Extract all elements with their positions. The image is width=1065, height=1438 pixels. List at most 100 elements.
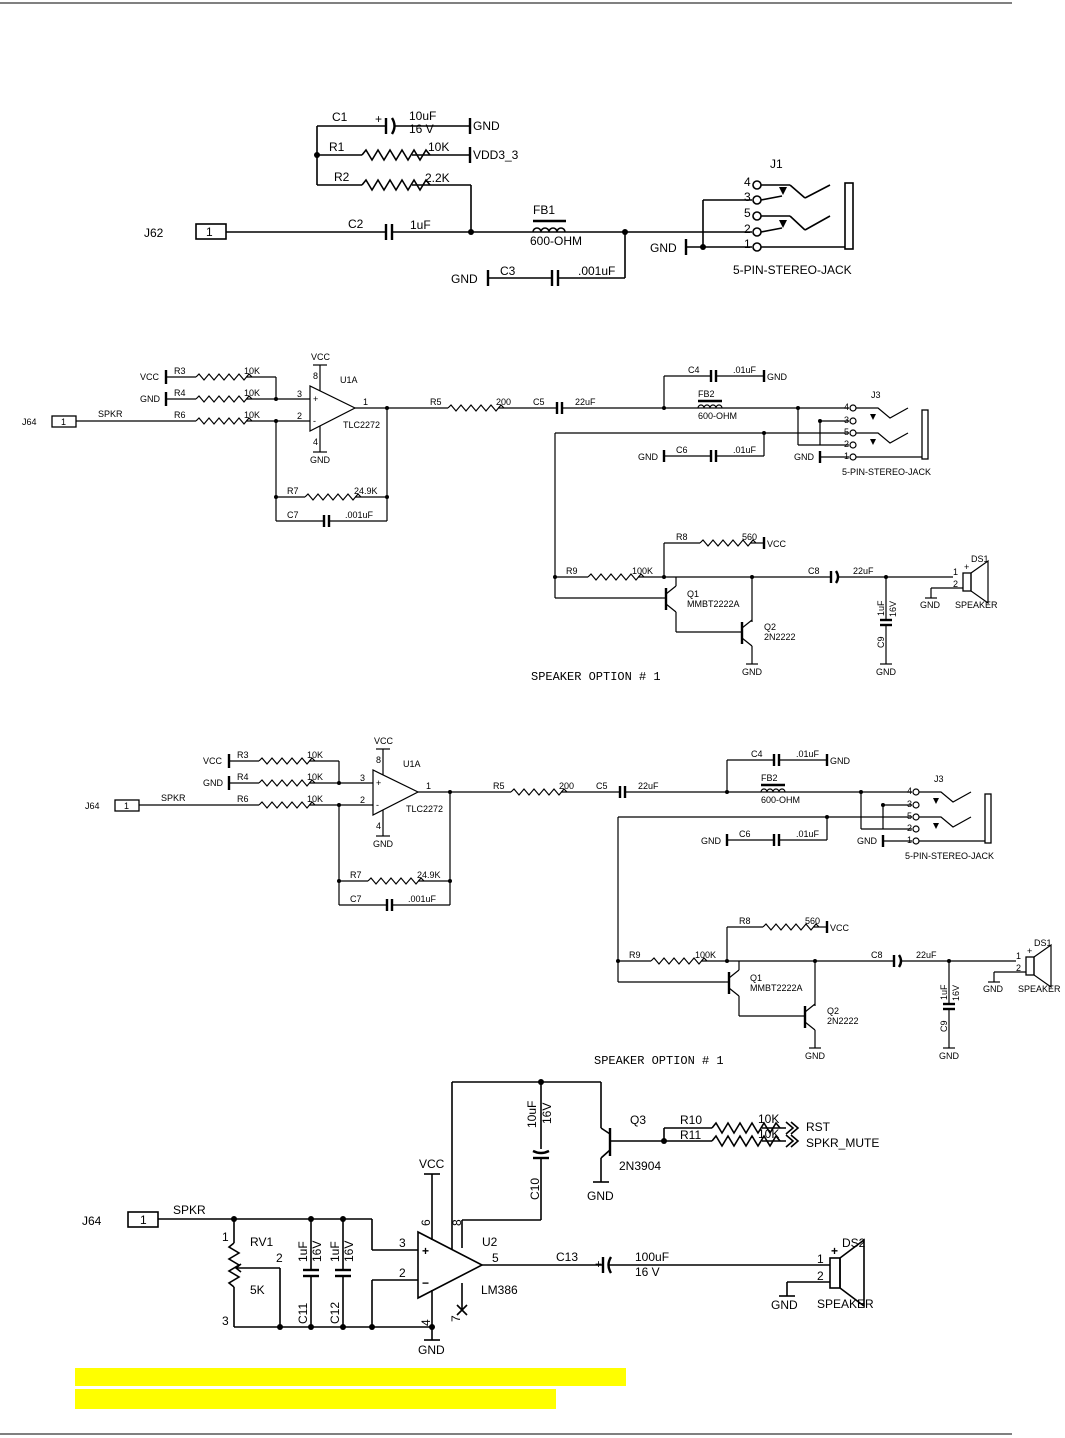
- svg-text:24.9K: 24.9K: [354, 486, 378, 496]
- svg-text:+: +: [313, 394, 318, 404]
- c2-vcc-label: VCC: [140, 372, 160, 382]
- svg-text:−: −: [422, 1276, 429, 1290]
- svg-text:16V: 16V: [540, 1103, 554, 1124]
- circuit-1-headphone-jack: J62 1 C2 1uF GND C1 + 10uF 16 V VDD3_3 R…: [144, 109, 854, 286]
- circuit-4-lm386-amplifier: J64 1 SPKR RV1 5K 1 2 3 C11 1uF 16V C12 …: [82, 1079, 879, 1357]
- svg-text:2: 2: [360, 795, 365, 805]
- svg-text:R3: R3: [174, 366, 186, 376]
- svg-text:C10: C10: [528, 1178, 542, 1200]
- svg-text:2N3904: 2N3904: [619, 1159, 661, 1173]
- svg-text:16V: 16V: [310, 1241, 324, 1262]
- svg-text:2: 2: [399, 1266, 406, 1280]
- r1-label: R1: [329, 140, 345, 154]
- c3-value: .001uF: [578, 264, 615, 278]
- svg-text:VCC: VCC: [311, 352, 331, 362]
- c3-gnd: GND: [451, 272, 478, 286]
- svg-text:+: +: [376, 778, 381, 788]
- c2-j64-label: J64: [22, 417, 37, 427]
- svg-text:GND: GND: [638, 452, 659, 462]
- svg-text:DS1: DS1: [971, 554, 989, 564]
- svg-text:2: 2: [907, 823, 912, 833]
- svg-text:100K: 100K: [695, 950, 716, 960]
- svg-text:SPEAKER: SPEAKER: [1018, 984, 1061, 994]
- c1-value: 10uF: [409, 109, 436, 123]
- c2-u1a-label: U1A: [340, 375, 358, 385]
- c2-spkr-net: SPKR: [98, 409, 123, 419]
- svg-text:R3: R3: [237, 750, 249, 760]
- svg-text:5: 5: [907, 811, 912, 821]
- svg-text:R5: R5: [493, 781, 505, 791]
- svg-text:GND: GND: [373, 839, 394, 849]
- svg-text:R10: R10: [680, 1113, 702, 1127]
- svg-text:2: 2: [1016, 963, 1021, 973]
- svg-text:R7: R7: [350, 870, 362, 880]
- svg-text:5: 5: [492, 1251, 499, 1265]
- svg-text:4: 4: [313, 437, 318, 447]
- c2-value: 1uF: [410, 218, 431, 232]
- svg-text:+: +: [964, 562, 969, 572]
- rv1-potentiometer: [227, 1242, 241, 1288]
- svg-text:Q3: Q3: [630, 1113, 646, 1127]
- j62-label: J62: [144, 226, 164, 240]
- svg-text:1uF: 1uF: [939, 984, 949, 1000]
- svg-text:16 V: 16 V: [635, 1265, 660, 1279]
- svg-text:Q2: Q2: [827, 1006, 839, 1016]
- svg-text:R9: R9: [629, 950, 641, 960]
- svg-text:C7: C7: [287, 510, 299, 520]
- svg-text:R11: R11: [680, 1128, 701, 1142]
- svg-text:1: 1: [426, 781, 431, 791]
- svg-text:.001uF: .001uF: [408, 894, 437, 904]
- svg-text:R8: R8: [739, 916, 751, 926]
- svg-text:R4: R4: [174, 388, 186, 398]
- highlight-bar-1: [75, 1368, 626, 1386]
- svg-text:1: 1: [907, 835, 912, 845]
- j1-jack-symbol: [752, 180, 854, 252]
- svg-text:3: 3: [360, 773, 365, 783]
- highlight-bar-2: [75, 1389, 556, 1409]
- c2-q2-transistor: [740, 619, 758, 665]
- svg-text:+: +: [831, 1244, 838, 1258]
- c2-gnd-label: GND: [140, 394, 161, 404]
- svg-text:C6: C6: [739, 829, 751, 839]
- svg-text:VCC: VCC: [203, 756, 223, 766]
- svg-text:1: 1: [817, 1252, 824, 1266]
- rst-net: RST: [806, 1120, 831, 1134]
- c2-j64-pin: 1: [61, 417, 66, 427]
- svg-text:-: -: [313, 416, 316, 426]
- svg-text:MMBT2222A: MMBT2222A: [687, 599, 740, 609]
- svg-text:1uF: 1uF: [328, 1241, 342, 1262]
- circuit-3-speaker-option-1-repeat: J64 1 SPKR VCC GND R3 10K R4 10K R6 10K …: [85, 736, 1061, 1068]
- svg-text:C5: C5: [596, 781, 608, 791]
- c2-label: C2: [348, 217, 364, 231]
- svg-text:VCC: VCC: [374, 736, 394, 746]
- svg-text:J64: J64: [85, 801, 100, 811]
- svg-text:22uF: 22uF: [853, 566, 874, 576]
- svg-text:C5: C5: [533, 397, 545, 407]
- svg-text:GND: GND: [418, 1343, 445, 1357]
- svg-text:GND: GND: [939, 1051, 960, 1061]
- svg-text:1: 1: [124, 801, 129, 811]
- svg-text:10K: 10K: [307, 794, 323, 804]
- svg-text:600-OHM: 600-OHM: [761, 795, 800, 805]
- svg-text:SPEAKER OPTION # 1: SPEAKER OPTION # 1: [594, 1054, 724, 1068]
- svg-text:10K: 10K: [244, 388, 260, 398]
- svg-text:Q2: Q2: [764, 622, 776, 632]
- c1-gnd: GND: [473, 119, 500, 133]
- svg-text:C6: C6: [676, 445, 688, 455]
- svg-text:C4: C4: [688, 365, 700, 375]
- svg-text:+: +: [1027, 946, 1032, 956]
- svg-text:DS2: DS2: [842, 1236, 866, 1250]
- svg-text:TLC2272: TLC2272: [406, 804, 443, 814]
- svg-text:10K: 10K: [307, 750, 323, 760]
- svg-text:FB2: FB2: [761, 773, 778, 783]
- c1-plus: +: [375, 112, 382, 126]
- svg-text:2: 2: [844, 439, 849, 449]
- svg-text:10K: 10K: [244, 366, 260, 376]
- svg-text:10K: 10K: [758, 1127, 779, 1141]
- svg-text:SPEAKER: SPEAKER: [955, 600, 998, 610]
- svg-text:16V: 16V: [888, 601, 898, 617]
- svg-text:10K: 10K: [244, 410, 260, 420]
- svg-text:GND: GND: [767, 372, 788, 382]
- svg-text:C9: C9: [939, 1020, 949, 1032]
